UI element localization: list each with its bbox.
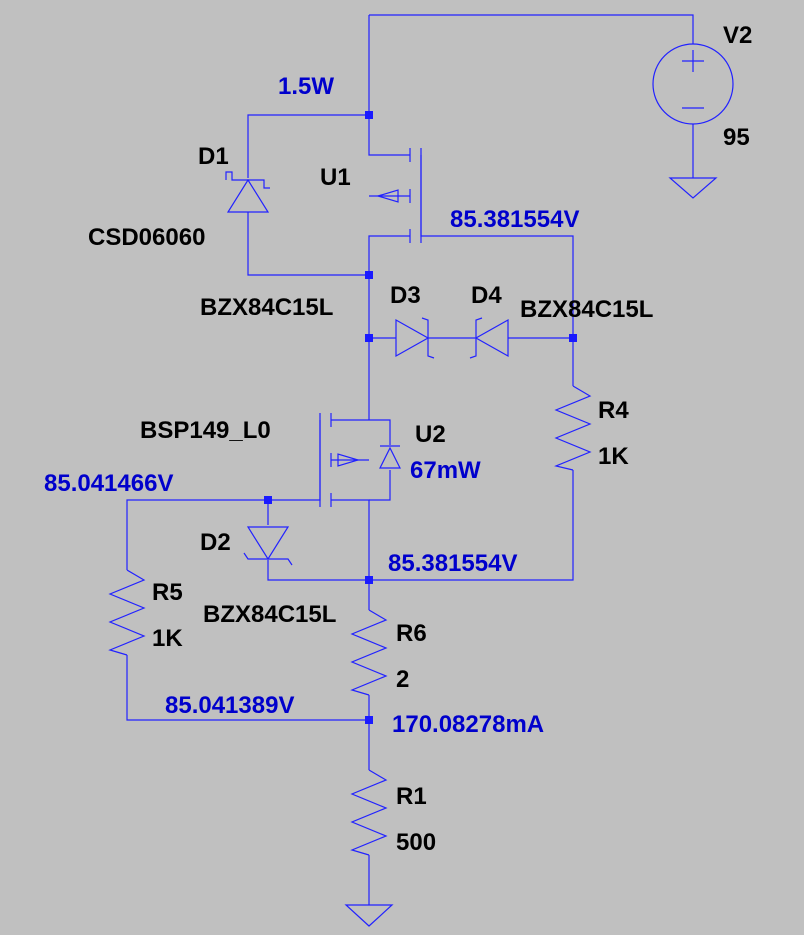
wire-r4-bottom (369, 470, 574, 581)
zener-d2[interactable] (243, 526, 293, 566)
annotation-r1-node-voltage: 85.041389V (165, 692, 294, 719)
d2-bar (243, 552, 293, 566)
label-r1-name: R1 (396, 783, 427, 810)
label-r6-name: R6 (396, 620, 427, 647)
ground-icon-r1 (344, 904, 394, 927)
label-v2-name: V2 (723, 22, 752, 49)
d3-triangle (395, 318, 430, 358)
d4-triangle (474, 318, 509, 358)
label-d1-name: D1 (198, 143, 229, 170)
junction-dot (569, 334, 577, 342)
label-d4-model: BZX84C15L (520, 296, 653, 323)
label-d1-model: CSD06060 (88, 224, 205, 251)
label-d3-name: D3 (390, 282, 421, 309)
label-d2-model: BZX84C15L (203, 601, 336, 628)
voltage-source-v2[interactable] (652, 43, 734, 125)
label-d3-model: BZX84C15L (200, 294, 333, 321)
junction-dot (365, 576, 373, 584)
wire-d2-bottom (267, 560, 369, 581)
junction-dot (365, 111, 373, 119)
junction-dot (365, 334, 373, 342)
wire-u2-source (331, 499, 370, 580)
label-u2-model: BSP149_L0 (140, 417, 271, 444)
plus-icon (682, 50, 704, 72)
label-u2-name: U2 (415, 421, 446, 448)
label-d4-name: D4 (471, 282, 502, 309)
label-r4-name: R4 (598, 397, 629, 424)
label-r5-name: R5 (152, 579, 183, 606)
u2-body-diode-icon (379, 445, 401, 469)
wire-u2-diode-bottom (369, 470, 391, 501)
wire-u1-source (368, 235, 410, 275)
u2-arrow-icon (337, 453, 361, 467)
label-r1-value: 500 (396, 829, 436, 856)
d3-bar (421, 317, 435, 359)
annotation-u2-source-voltage: 85.381554V (388, 550, 517, 577)
junction-dot (365, 716, 373, 724)
annotation-u2-power: 67mW (410, 457, 481, 484)
mosfet-u2[interactable] (319, 413, 401, 507)
wire-u2-diode-top (369, 419, 391, 445)
junction-dot (365, 271, 373, 279)
label-r4-value: 1K (598, 443, 629, 470)
annotation-r1-current: 170.08278mA (392, 711, 544, 738)
wire-v2-positive (369, 14, 694, 44)
annotation-u1-power: 1.5W (278, 73, 334, 100)
wire-d1-top (247, 114, 369, 178)
resistor-r4[interactable] (554, 385, 592, 471)
wire-u1-drain (368, 115, 410, 156)
d4-bar (469, 317, 483, 359)
wire-d1-bottom (247, 212, 369, 276)
wire-u2-gate (268, 420, 321, 501)
diode-d1[interactable] (225, 171, 270, 213)
zener-d3[interactable] (395, 317, 435, 359)
ground-icon-v2 (668, 177, 718, 199)
wire-r5-top (126, 499, 268, 570)
wire-r5-bottom (126, 655, 369, 721)
d1-triangle (226, 178, 270, 213)
resistor-r6[interactable] (350, 609, 388, 696)
zener-d4[interactable] (469, 317, 509, 359)
d1-bar (225, 171, 270, 189)
resistor-r5[interactable] (108, 569, 146, 656)
junction-dot (264, 496, 272, 504)
label-d2-name: D2 (200, 529, 231, 556)
junctions (264, 111, 577, 724)
annotation-u1-gate-voltage: 85.381554V (450, 206, 579, 233)
v2-circle (652, 43, 734, 125)
label-r6-value: 2 (396, 666, 409, 693)
label-u1-name: U1 (320, 164, 351, 191)
u1-arrow-icon (375, 189, 399, 203)
mosfet-u1[interactable] (375, 148, 422, 243)
annotation-u2-gate-voltage: 85.041466V (44, 470, 173, 497)
wires (126, 14, 694, 905)
d2-triangle (246, 526, 290, 561)
label-r5-value: 1K (152, 625, 183, 652)
resistor-r1[interactable] (350, 769, 388, 856)
label-v2-value: 95 (723, 124, 750, 151)
